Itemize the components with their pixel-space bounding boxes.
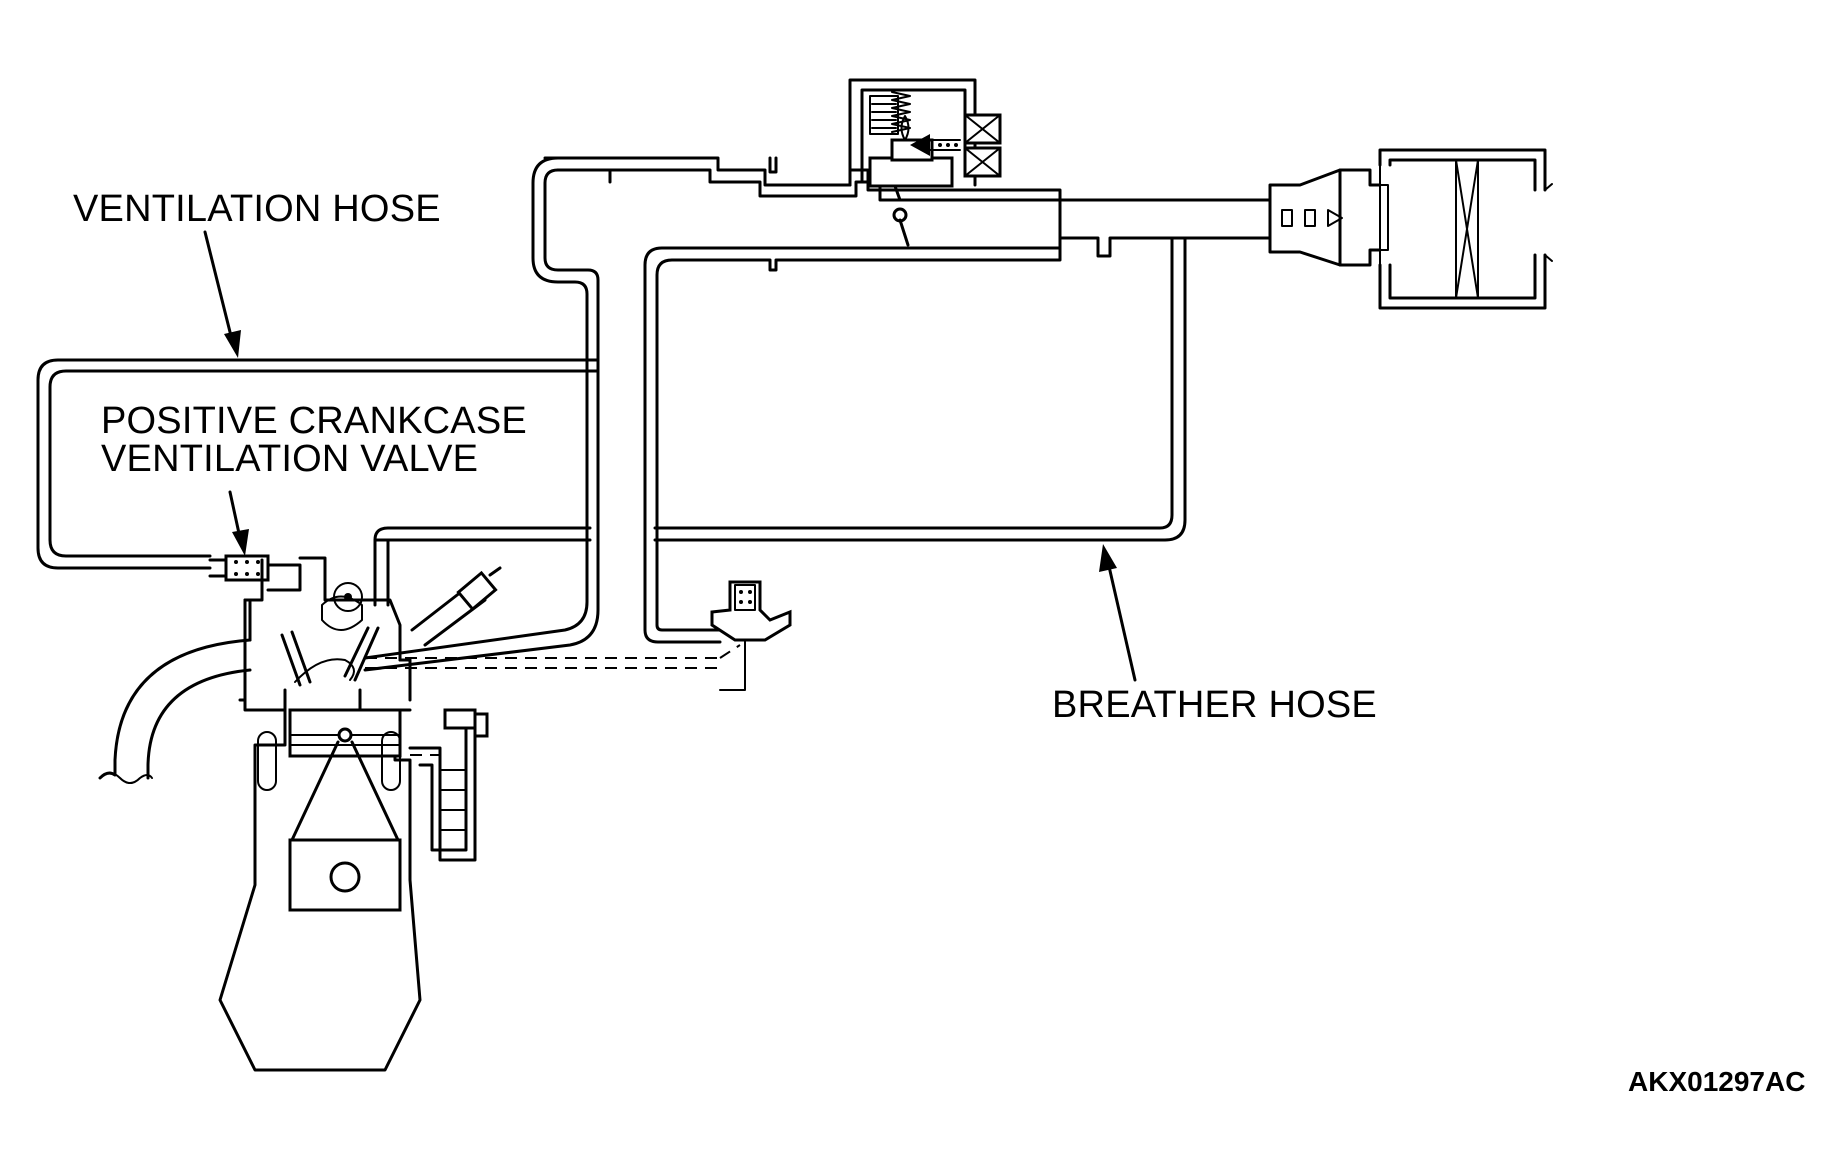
air-cleaner bbox=[1378, 148, 1553, 310]
breather-hose-label: BREATHER HOSE bbox=[1052, 684, 1377, 726]
throttle-body bbox=[848, 78, 1002, 247]
engine bbox=[98, 554, 792, 1072]
breather-riser-pipe bbox=[643, 246, 722, 644]
ventilation-hose-label: VENTILATION HOSE bbox=[73, 188, 441, 230]
airflow-arrows bbox=[1281, 209, 1343, 227]
pcv-valve-label-line2: VENTILATION VALVE bbox=[101, 438, 479, 480]
figure-code: AKX01297AC bbox=[1628, 1066, 1806, 1097]
ventilation-hose bbox=[36, 358, 600, 570]
intake-air-tube bbox=[543, 156, 1382, 272]
breather-hose bbox=[373, 236, 1187, 607]
leader-arrows bbox=[203, 230, 1137, 682]
intake-riser-pipe bbox=[363, 156, 612, 672]
pcv-valve-label-line1: POSITIVE CRANKCASE bbox=[101, 400, 527, 442]
